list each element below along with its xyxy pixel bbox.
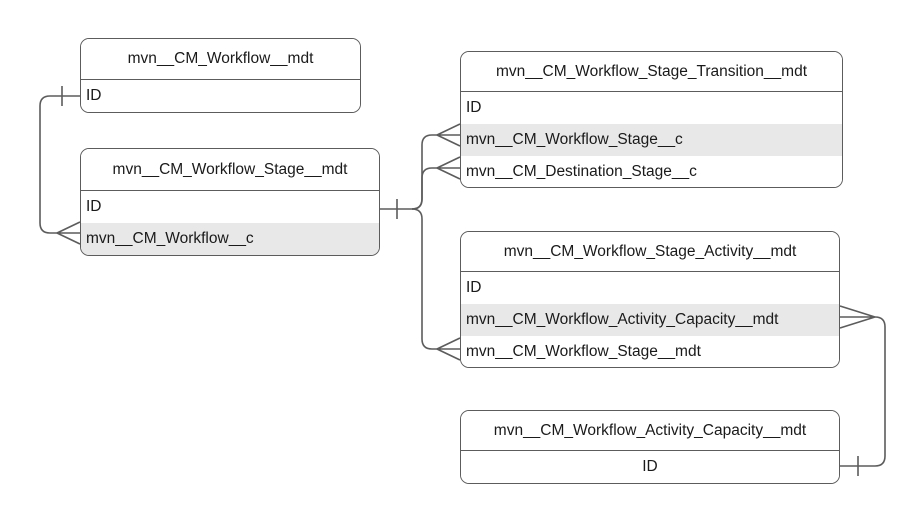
entity-workflow-stage-transition[interactable]: mvn__CM_Workflow_Stage_Transition__mdt I… — [460, 51, 843, 188]
entity-title-workflow-stage: mvn__CM_Workflow_Stage__mdt — [81, 149, 379, 191]
entity-title-workflow-activity-capacity: mvn__CM_Workflow_Activity_Capacity__mdt — [461, 411, 839, 451]
connector-workflow-to-stage — [39, 95, 80, 234]
entity-field-workflow-stage-id[interactable]: ID — [81, 191, 379, 223]
entity-field-workflow-id[interactable]: ID — [81, 80, 360, 112]
entity-workflow[interactable]: mvn__CM_Workflow__mdt ID — [80, 38, 361, 113]
crowsfoot-stage-activity-capacity-mdt — [839, 305, 876, 329]
entity-field-transition-workflow-stage-c[interactable]: mvn__CM_Workflow_Stage__c — [461, 124, 842, 156]
entity-field-stage-activity-workflow-stage-mdt[interactable]: mvn__CM_Workflow_Stage__mdt — [461, 336, 839, 367]
entity-field-activity-capacity-id[interactable]: ID — [461, 451, 839, 483]
entity-field-workflow-stage-workflow-c[interactable]: mvn__CM_Workflow__c — [81, 223, 379, 255]
connector-stage-to-transition-destination — [411, 167, 437, 210]
entity-field-transition-id[interactable]: ID — [461, 92, 842, 124]
entity-field-stage-activity-id[interactable]: ID — [461, 272, 839, 304]
entity-title-workflow-stage-activity: mvn__CM_Workflow_Stage_Activity__mdt — [461, 232, 839, 272]
entity-field-stage-activity-capacity-mdt[interactable]: mvn__CM_Workflow_Activity_Capacity__mdt — [461, 304, 839, 336]
crowsfoot-stage-workflow-c — [56, 221, 81, 245]
entity-workflow-activity-capacity[interactable]: mvn__CM_Workflow_Activity_Capacity__mdt … — [460, 410, 840, 484]
crowsfoot-transition-destination-stage-c — [436, 156, 461, 180]
entity-workflow-stage[interactable]: mvn__CM_Workflow_Stage__mdt ID mvn__CM_W… — [80, 148, 380, 256]
connector-capacity-to-stage-activity — [840, 316, 886, 467]
entity-field-transition-destination-stage-c[interactable]: mvn__CM_Destination_Stage__c — [461, 156, 842, 187]
connector-stage-to-stage-activity — [411, 208, 437, 350]
crowsfoot-stage-activity-stage-mdt — [436, 337, 461, 361]
crowsfoot-transition-workflow-stage-c — [436, 123, 461, 147]
entity-workflow-stage-activity[interactable]: mvn__CM_Workflow_Stage_Activity__mdt ID … — [460, 231, 840, 368]
connector-stage-to-transition-stage — [411, 134, 437, 210]
entity-title-workflow-stage-transition: mvn__CM_Workflow_Stage_Transition__mdt — [461, 52, 842, 92]
entity-title-workflow: mvn__CM_Workflow__mdt — [81, 39, 360, 80]
